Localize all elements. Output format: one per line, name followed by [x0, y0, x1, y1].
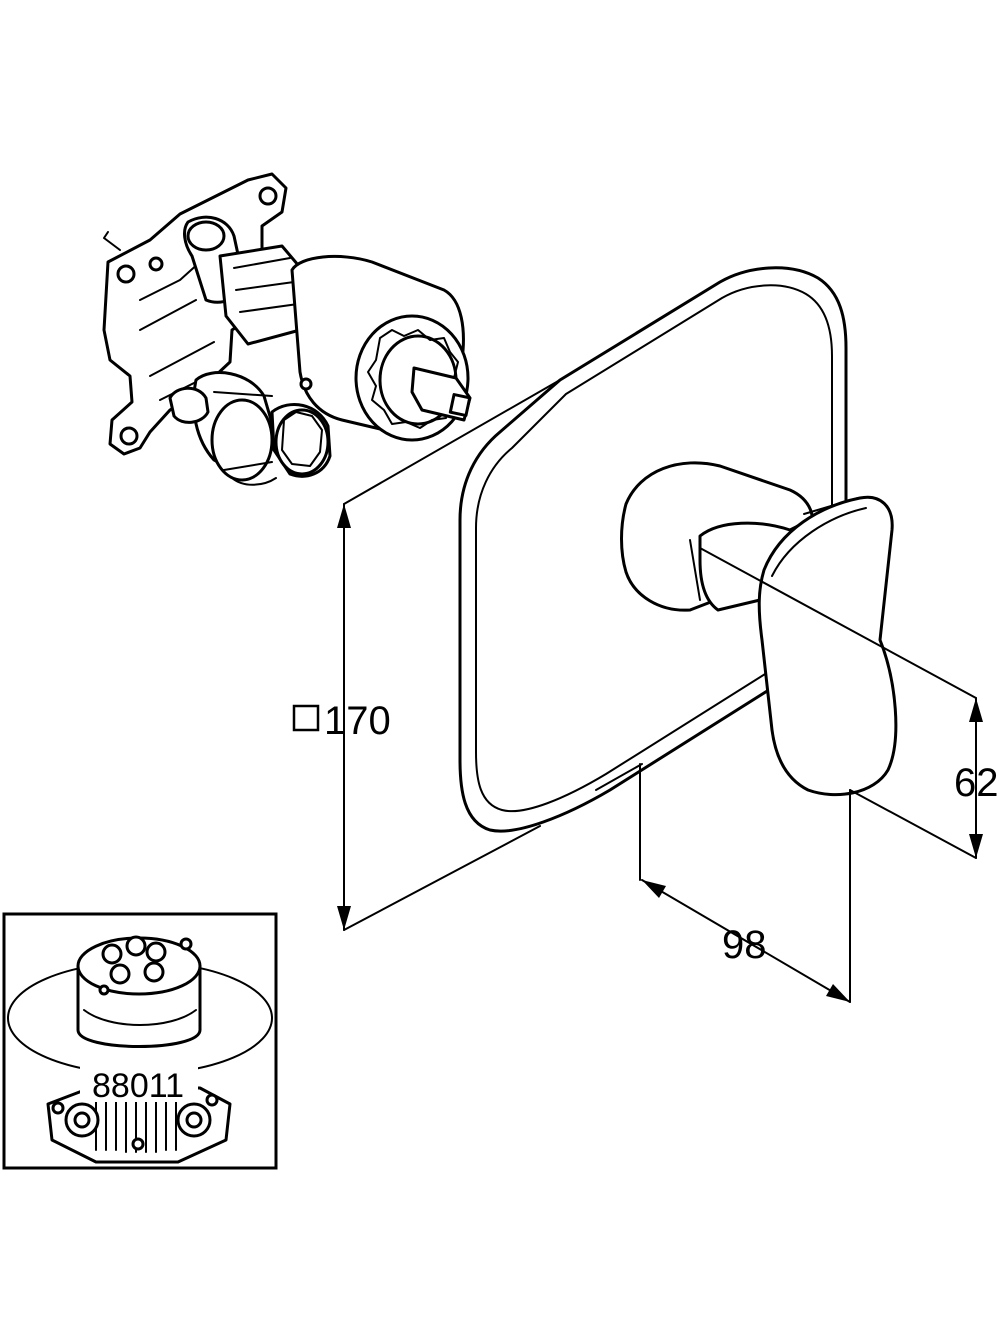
dimension-170-label: 170: [324, 699, 391, 743]
dimension-98-label: 98: [722, 923, 767, 967]
valve-body-illustration: [102, 172, 472, 486]
inset-part-number: 88011: [92, 1067, 184, 1105]
dimension-62-label: 62: [954, 761, 999, 805]
inset-panel: [2, 912, 278, 1170]
lever-handle-illustration: [620, 461, 898, 797]
square-symbol-icon: [292, 704, 320, 732]
dimension-lines: [337, 379, 983, 1003]
